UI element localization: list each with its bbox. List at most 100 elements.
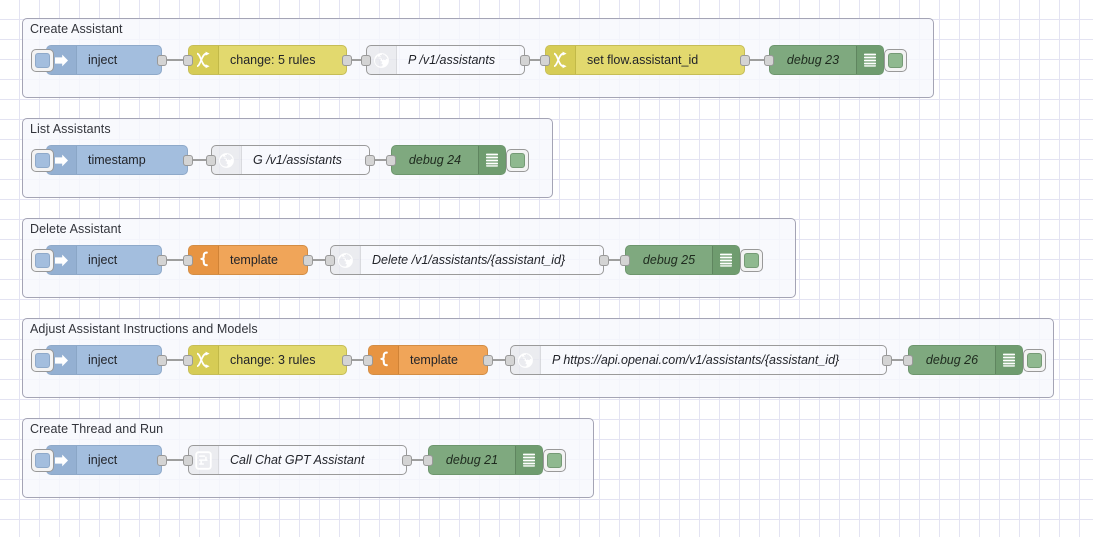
debug-enable-indicator — [744, 253, 759, 268]
node-link-wire[interactable] — [308, 259, 330, 261]
node-input-port[interactable] — [903, 355, 913, 366]
node-label: G /v1/assistants — [253, 153, 342, 167]
group-label: Adjust Assistant Instructions and Models — [30, 322, 258, 336]
debug-enable-indicator — [510, 153, 525, 168]
node-function[interactable]: Call Chat GPT Assistant — [183, 445, 412, 475]
node-link-wire[interactable] — [370, 159, 391, 161]
node-label: P /v1/assistants — [408, 53, 496, 67]
node-debug[interactable]: debug 21 — [423, 445, 566, 475]
debug-lines-icon — [712, 246, 739, 274]
debug-lines-icon — [995, 346, 1022, 374]
node-http_request[interactable]: P /v1/assistants — [361, 45, 530, 75]
node-link-wire[interactable] — [745, 59, 769, 61]
node-output-port[interactable] — [365, 155, 375, 166]
node-link-wire[interactable] — [162, 59, 188, 61]
debug-enable-toggle[interactable] — [740, 249, 763, 272]
node-label: inject — [88, 453, 118, 467]
node-link-wire[interactable] — [188, 159, 211, 161]
debug-lines-icon — [856, 46, 883, 74]
node-input-port[interactable] — [183, 55, 193, 66]
debug-enable-toggle[interactable] — [543, 449, 566, 472]
node-label: template — [410, 353, 458, 367]
node-input-port[interactable] — [183, 455, 193, 466]
node-inject[interactable]: inject — [31, 345, 167, 375]
inject-trigger-indicator — [35, 53, 50, 68]
node-change[interactable]: change: 3 rules — [183, 345, 352, 375]
node-output-port[interactable] — [740, 55, 750, 66]
node-link-wire[interactable] — [162, 259, 188, 261]
group-label: Create Assistant — [30, 22, 123, 36]
node-change[interactable]: set flow.assistant_id — [540, 45, 750, 75]
node-output-port[interactable] — [157, 55, 167, 66]
inject-trigger-button[interactable] — [31, 149, 54, 172]
node-label: template — [230, 253, 278, 267]
node-link-wire[interactable] — [347, 359, 368, 361]
node-change[interactable]: change: 5 rules — [183, 45, 352, 75]
node-input-port[interactable] — [363, 355, 373, 366]
inject-trigger-button[interactable] — [31, 49, 54, 72]
node-input-port[interactable] — [764, 55, 774, 66]
brace-icon — [189, 246, 219, 274]
node-debug[interactable]: debug 26 — [903, 345, 1046, 375]
node-link-wire[interactable] — [162, 359, 188, 361]
node-inject[interactable]: inject — [31, 245, 167, 275]
debug-lines-icon — [515, 446, 542, 474]
node-output-port[interactable] — [882, 355, 892, 366]
debug-enable-toggle[interactable] — [1023, 349, 1046, 372]
node-link-wire[interactable] — [887, 359, 908, 361]
node-input-port[interactable] — [183, 355, 193, 366]
node-input-port[interactable] — [540, 55, 550, 66]
node-output-port[interactable] — [342, 55, 352, 66]
node-http_request[interactable]: Delete /v1/assistants/{assistant_id} — [325, 245, 609, 275]
debug-enable-indicator — [1027, 353, 1042, 368]
node-link-wire[interactable] — [488, 359, 510, 361]
node-template[interactable]: template — [183, 245, 313, 275]
node-output-port[interactable] — [157, 455, 167, 466]
node-input-port[interactable] — [386, 155, 396, 166]
node-output-port[interactable] — [303, 255, 313, 266]
node-label: change: 3 rules — [230, 353, 316, 367]
node-http_request[interactable]: G /v1/assistants — [206, 145, 375, 175]
node-input-port[interactable] — [183, 255, 193, 266]
node-debug[interactable]: debug 23 — [764, 45, 907, 75]
node-link-wire[interactable] — [604, 259, 625, 261]
node-input-port[interactable] — [206, 155, 216, 166]
node-output-port[interactable] — [599, 255, 609, 266]
node-output-port[interactable] — [183, 155, 193, 166]
node-output-port[interactable] — [402, 455, 412, 466]
node-input-port[interactable] — [361, 55, 371, 66]
debug-enable-toggle[interactable] — [506, 149, 529, 172]
node-output-port[interactable] — [483, 355, 493, 366]
group-label: List Assistants — [30, 122, 111, 136]
node-output-port[interactable] — [342, 355, 352, 366]
node-http_request[interactable]: P https://api.openai.com/v1/assistants/{… — [505, 345, 892, 375]
node-link-wire[interactable] — [347, 59, 366, 61]
node-label: debug 24 — [408, 153, 462, 167]
node-template[interactable]: template — [363, 345, 493, 375]
inject-trigger-button[interactable] — [31, 449, 54, 472]
inject-trigger-button[interactable] — [31, 349, 54, 372]
globe-icon — [511, 346, 541, 374]
node-label: debug 21 — [445, 453, 499, 467]
node-inject[interactable]: inject — [31, 445, 167, 475]
node-input-port[interactable] — [620, 255, 630, 266]
node-input-port[interactable] — [505, 355, 515, 366]
node-link-wire[interactable] — [407, 459, 428, 461]
node-output-port[interactable] — [520, 55, 530, 66]
node-input-port[interactable] — [325, 255, 335, 266]
node-link-wire[interactable] — [162, 459, 188, 461]
node-inject[interactable]: inject — [31, 45, 167, 75]
inject-trigger-indicator — [35, 353, 50, 368]
node-inject[interactable]: timestamp — [31, 145, 193, 175]
debug-enable-indicator — [888, 53, 903, 68]
node-debug[interactable]: debug 25 — [620, 245, 763, 275]
node-output-port[interactable] — [157, 255, 167, 266]
node-output-port[interactable] — [157, 355, 167, 366]
node-label: inject — [88, 353, 118, 367]
debug-enable-toggle[interactable] — [884, 49, 907, 72]
node-link-wire[interactable] — [525, 59, 545, 61]
node-debug[interactable]: debug 24 — [386, 145, 529, 175]
node-input-port[interactable] — [423, 455, 433, 466]
inject-trigger-button[interactable] — [31, 249, 54, 272]
